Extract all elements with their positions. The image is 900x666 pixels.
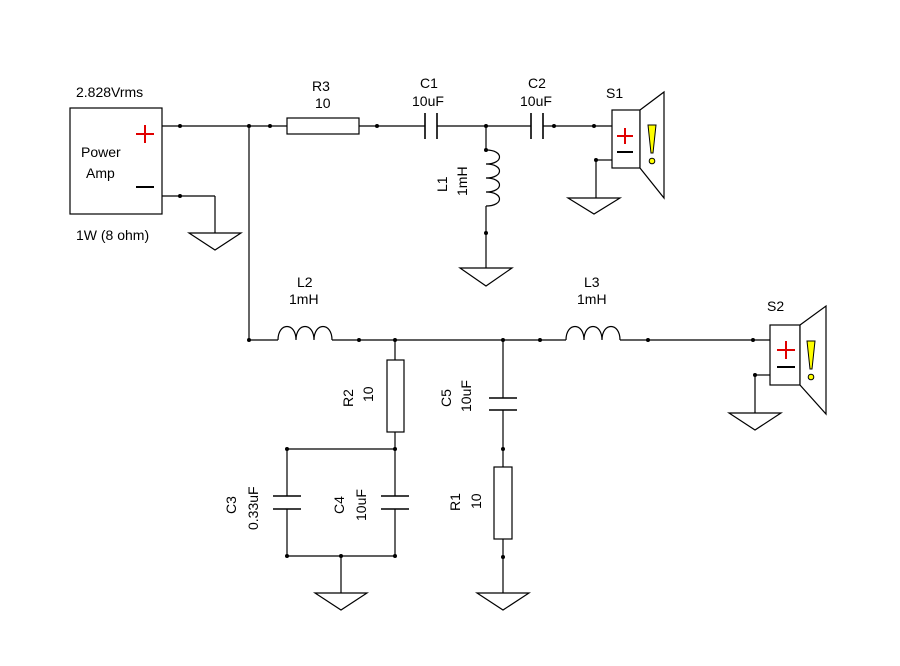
capacitor-c2[interactable]: C2 10uF — [520, 75, 552, 139]
s1-plus-icon — [617, 128, 633, 144]
r1-value: 10 — [468, 493, 484, 509]
r2-value: 10 — [360, 386, 376, 402]
amp-plus-icon — [136, 125, 154, 143]
ground-amp — [186, 232, 244, 251]
inductor-l3[interactable]: L3 1mH — [565, 274, 621, 341]
s1-ref: S1 — [606, 85, 623, 101]
s2-plus-icon — [777, 341, 795, 359]
ground-r1 — [474, 592, 532, 611]
s2-warning-icon — [806, 340, 816, 381]
ground-c3-c4 — [312, 592, 370, 611]
top-junction-dots — [178, 124, 598, 235]
inductor-l2[interactable]: L2 1mH — [277, 274, 333, 341]
c3-ref: C3 — [223, 496, 239, 514]
c4-value: 10uF — [353, 489, 369, 521]
ground-s2 — [726, 412, 784, 431]
r2-ref: R2 — [340, 389, 356, 407]
c2-value: 10uF — [520, 93, 552, 109]
amp-label-line2: Amp — [86, 165, 115, 181]
bottom-junction-dots — [247, 338, 757, 559]
capacitor-c4[interactable]: C4 10uF — [331, 489, 409, 521]
ground-s1 — [565, 197, 623, 215]
l1-value: 1mH — [454, 166, 470, 196]
resistor-r3[interactable]: R3 10 — [286, 78, 360, 135]
capacitor-c5[interactable]: C5 10uF — [438, 380, 517, 412]
l1-ref: L1 — [434, 176, 450, 192]
c1-value: 10uF — [412, 93, 444, 109]
power-amp[interactable]: 2.828Vrms Power Amp 1W (8 ohm) — [69, 84, 163, 243]
amp-label-line1: Power — [81, 144, 121, 160]
power-amp-body — [69, 107, 163, 215]
r3-ref: R3 — [312, 78, 330, 94]
c4-ref: C4 — [331, 496, 347, 514]
c1-ref: C1 — [420, 75, 438, 91]
speaker-s1[interactable]: S1 — [606, 85, 665, 200]
ground-l1 — [458, 267, 514, 287]
amp-rating-label: 1W (8 ohm) — [76, 227, 149, 243]
speaker-s2[interactable]: S2 — [767, 298, 827, 416]
r1-ref: R1 — [447, 493, 463, 511]
inductor-l1[interactable]: L1 1mH — [434, 149, 501, 207]
l2-ref: L2 — [297, 274, 313, 290]
c5-ref: C5 — [438, 389, 454, 407]
s2-ref: S2 — [767, 298, 784, 314]
resistor-r2[interactable]: R2 10 — [340, 359, 405, 433]
resistor-r1[interactable]: R1 10 — [447, 466, 513, 540]
c5-value: 10uF — [458, 380, 474, 412]
amp-voltage-label: 2.828Vrms — [76, 84, 143, 100]
c3-value: 0.33uF — [245, 486, 261, 530]
capacitor-c3[interactable]: C3 0.33uF — [223, 486, 301, 530]
s1-warning-icon — [647, 124, 657, 165]
l2-value: 1mH — [289, 291, 319, 307]
capacitor-c1[interactable]: C1 10uF — [412, 75, 444, 139]
c2-ref: C2 — [528, 75, 546, 91]
r3-value: 10 — [315, 95, 331, 111]
l3-ref: L3 — [584, 274, 600, 290]
l3-value: 1mH — [577, 291, 607, 307]
